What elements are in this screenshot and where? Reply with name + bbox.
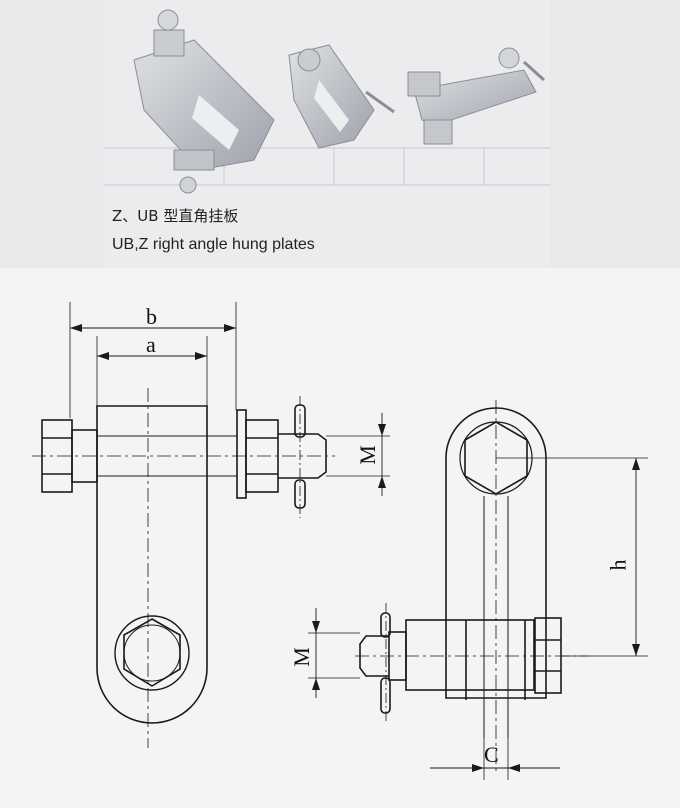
dim-c-label: C [484, 742, 499, 767]
fitting-photo-medium [288, 44, 395, 149]
left-plate-outline [96, 405, 208, 724]
left-washer [236, 409, 247, 499]
caption-chinese: Z、UB 型直角挂板 [112, 207, 239, 225]
right-plate-outline [445, 407, 547, 699]
dim-m-bottom-label: M [288, 647, 314, 667]
fitting-photo-small [407, 47, 546, 145]
right-cotter-pin [380, 612, 391, 638]
fitting-photo-large [133, 9, 275, 194]
right-cross-block [405, 619, 535, 691]
dim-b-label: b [146, 304, 157, 329]
dim-a-label: a [146, 332, 156, 357]
dim-h-label: h [605, 559, 631, 571]
product-photo [104, 9, 550, 194]
left-bottom-hex-nut [123, 618, 181, 687]
dim-m-top-label: M [354, 445, 380, 465]
product-photo-panel: Z、UB 型直角挂板 UB,Z right angle hung plates [104, 0, 550, 268]
technical-drawing: b a M h M C [0, 268, 680, 808]
background-table-lines [104, 147, 550, 186]
caption-english: UB,Z right angle hung plates [112, 236, 315, 253]
drawing-svg [32, 302, 648, 780]
